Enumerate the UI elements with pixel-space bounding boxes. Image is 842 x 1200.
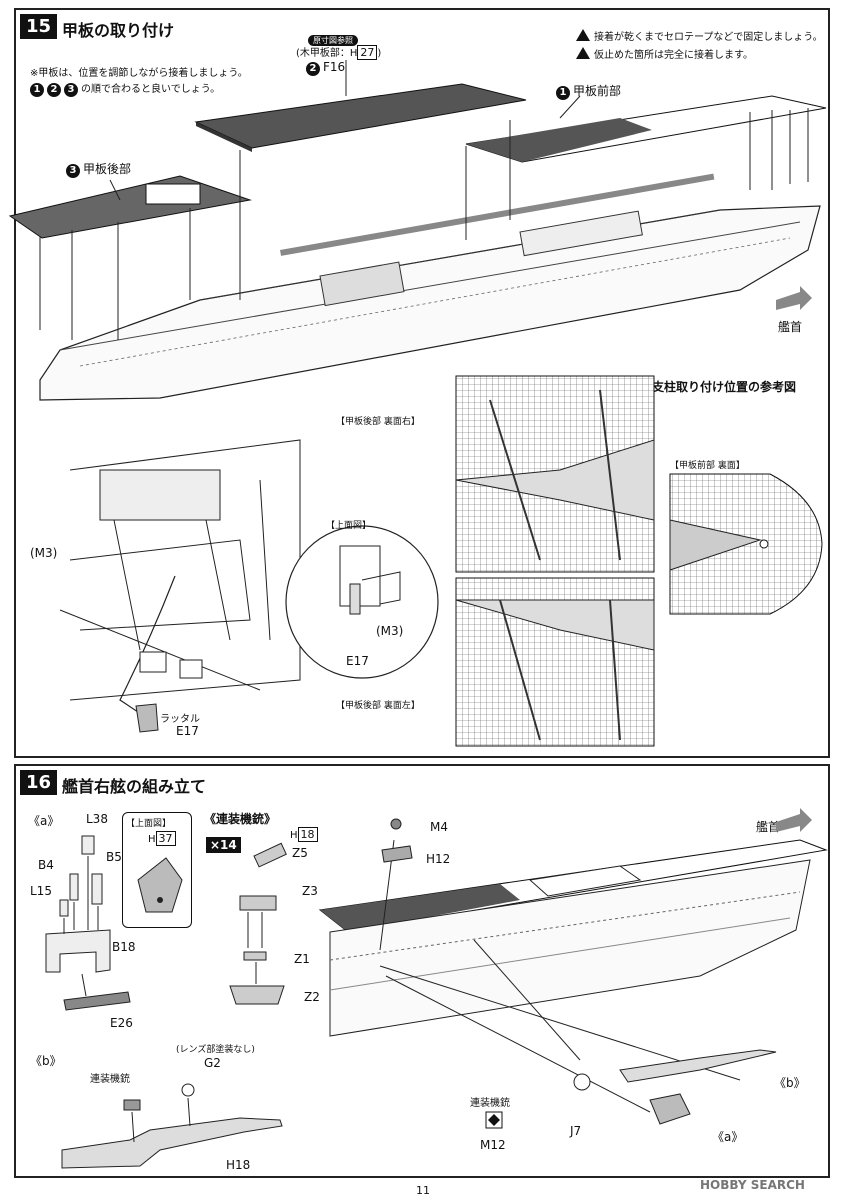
part-m4: M4 [430,820,448,834]
top-view-16: 【上面図】 [126,819,172,829]
deck-rear-num: 3 [66,164,80,178]
lens-note: (レンズ部塗装なし) [176,1045,255,1055]
order-mark-1: 1 [30,83,44,97]
warning-1-text: 接着が乾くまでセロテープなどで固定しましょう。 [594,32,823,43]
front-back-label: 【甲板前部 裏面】 [670,461,745,471]
step15-note-2-text: の順で合わると良いでしょう。 [81,84,221,95]
part-z2: Z2 [304,990,320,1004]
part-g2: G2 [204,1056,221,1070]
warning-2-text: 仮止めた箇所は完全に接着します。 [594,50,753,61]
ref-wood-num: 27 [357,45,378,60]
bow-label-16: 艦首 [756,820,781,834]
part-z1: Z1 [294,952,310,966]
sub-b-label: 《b》 [30,1054,62,1068]
ref-wood-close: ) [377,48,382,59]
step16-number: 16 [20,770,58,795]
h37-num: 37 [155,831,176,846]
ref-pill-label: 原寸図参照 [308,35,358,46]
top-view-15: 【上面図】 [326,521,372,531]
hobbysearch-watermark: HOBBY SEARCH [700,1178,805,1192]
h37-box [122,812,192,928]
deck-front-text: 甲板前部 [573,84,622,98]
callout-a: 《a》 [712,1130,744,1144]
ref-wood-text: (木甲板部：H [296,48,358,59]
part-e26: E26 [110,1016,133,1030]
h37-prefix: H [148,834,156,845]
rear-left-label: 【甲板後部 裏面左】 [336,701,420,711]
warning-icon [576,29,590,41]
part-f16-num: 2 [306,62,320,76]
step15-title: 甲板の取り付け [62,21,175,40]
twin-mg-title: 《連装機銃》 [204,812,277,826]
step15-note-1: ※甲板は、位置を調節しながら接着しましょう。 [30,68,248,79]
e17-circle: E17 [346,654,369,668]
part-b18: B18 [112,940,136,954]
step15-ship-drawing [8,60,827,401]
reference-drawing [59,375,823,747]
part-f16-label: F16 [323,60,346,74]
warning-icon [576,47,590,59]
part-z5: Z5 [292,846,308,860]
deck-rear-text: 甲板後部 [83,162,132,176]
callout-b: 《b》 [774,1076,806,1090]
order-mark-3: 3 [64,83,78,97]
ref-pill: 原寸図参照 [308,28,358,47]
part-j7: J7 [570,1124,582,1138]
ratsuru-label: ラッタル [160,714,200,725]
bow-label-15: 艦首 [778,320,803,334]
ref-title: 支柱取り付け位置の参考図 [652,380,797,394]
step15-number: 15 [20,14,58,39]
warning-1: 接着が乾くまでセロテープなどで固定しましょう。 [576,28,823,43]
x14-text: ×14 [206,837,241,853]
m3-left: (M3) [30,546,58,560]
part-h18: H18 [226,1158,251,1172]
part-h12: H12 [426,852,451,866]
part-b5: B5 [106,850,122,864]
part-l15: L15 [30,884,52,898]
rear-right-label: 【甲板後部 裏面右】 [336,417,420,427]
part-l38: L38 [86,812,108,826]
part-b4: B4 [38,858,54,872]
deck-front-num: 1 [556,86,570,100]
page-number: 11 [416,1184,430,1197]
sub-a-label: 《a》 [28,814,60,828]
h18-num: 18 [297,827,318,842]
h18-prefix: H [290,830,298,841]
renso-label-ship: 連装機銃 [470,1098,510,1109]
part-z3: Z3 [302,884,318,898]
order-mark-2: 2 [47,83,61,97]
m3-circle: (M3) [376,624,404,638]
x14-badge: ×14 [206,834,241,853]
warning-2: 仮止めた箇所は完全に接着します。 [576,46,753,61]
e17-label: E17 [176,724,199,738]
part-m12: M12 [480,1138,506,1152]
renso-label-b: 連装機銃 [90,1074,130,1085]
step16-title: 艦首右舷の組み立て [62,777,207,796]
